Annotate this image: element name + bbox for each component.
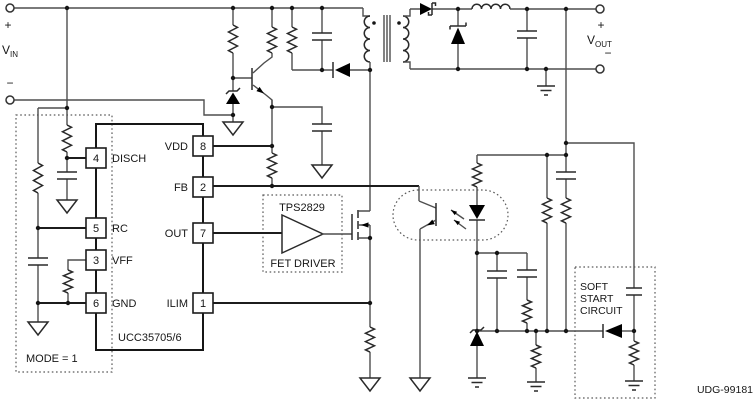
feedback-capacitor-2 xyxy=(516,269,538,278)
pin-5-number: 5 xyxy=(93,223,99,235)
pin-label-vff: VFF xyxy=(112,255,133,267)
vout-minus-terminal xyxy=(595,64,605,74)
pin-6-number: 6 xyxy=(93,298,99,310)
power-mosfet xyxy=(351,210,381,392)
pin-label-vdd: VDD xyxy=(165,141,188,153)
pin-label-ilim: ILIM xyxy=(167,298,188,310)
pin-8-number: 8 xyxy=(200,141,206,153)
pin-label-rc: RC xyxy=(112,223,128,235)
resistors xyxy=(32,24,572,369)
soft-start-label-2: START xyxy=(580,293,614,305)
vff-resistor xyxy=(62,269,74,294)
soft-start-diode xyxy=(605,324,622,338)
mode-annotation: MODE = 1 xyxy=(26,353,78,365)
compensation-resistor xyxy=(560,197,572,224)
driver-buffer-triangle xyxy=(281,213,325,255)
pin-3-number: 3 xyxy=(93,255,99,267)
vout-plus-terminal xyxy=(595,4,605,14)
optocoupler-dashed-outline xyxy=(392,189,509,241)
vout-minus-sign: − xyxy=(604,46,611,60)
current-sense-resistor xyxy=(364,326,376,353)
feedback-capacitor-1 xyxy=(486,270,508,279)
output-terminals: + VOUT − xyxy=(587,4,612,74)
pin-7-number: 7 xyxy=(200,228,206,240)
soft-start-resistor xyxy=(628,340,640,366)
pin-4-number: 4 xyxy=(93,153,99,165)
primary-phase-dot xyxy=(372,21,376,25)
compensation-capacitor xyxy=(555,171,577,180)
input-zener xyxy=(222,87,244,136)
freewheel-diode xyxy=(449,9,467,69)
vout-label: VOUT xyxy=(587,33,612,49)
pin-8-box xyxy=(192,135,214,157)
soft-start-capacitor xyxy=(625,287,643,296)
soft-start-label-1: SOFT xyxy=(580,281,609,293)
vin-label: VIN xyxy=(2,43,18,59)
divider-resistor-lower xyxy=(530,344,542,369)
driver-part-number: TPS2829 xyxy=(279,202,325,214)
optocoupler xyxy=(409,186,485,392)
fb-pullup-resistor xyxy=(266,152,278,179)
fet-driver xyxy=(281,213,352,255)
startup-transistor xyxy=(251,53,273,107)
secondary-phase-dot xyxy=(397,21,401,25)
output-capacitor xyxy=(516,30,538,39)
vin-plus-terminal xyxy=(5,3,15,13)
disch-resistor xyxy=(61,124,73,153)
pin-label-fb: FB xyxy=(174,182,188,194)
soft-start-ground xyxy=(624,380,644,391)
pin-label-out: OUT xyxy=(165,228,189,240)
pin-label-gnd: GND xyxy=(112,298,137,310)
snubber-resistor xyxy=(286,26,298,54)
output-ground xyxy=(536,85,556,96)
pin-4-box xyxy=(85,147,107,169)
led-series-resistor xyxy=(471,162,483,188)
snubber-capacitor xyxy=(311,32,333,41)
controller-ic: 4 5 3 6 8 2 7 1 DISCH RC VFF GND VDD FB … xyxy=(85,123,214,351)
pin-2-number: 2 xyxy=(200,182,206,194)
pin-2-box xyxy=(192,176,214,198)
output-rectifier-diode xyxy=(410,2,472,16)
filter-resistor xyxy=(521,299,533,324)
junction-dots xyxy=(35,5,637,334)
pin-3-box xyxy=(85,249,107,271)
rc-timing-resistor xyxy=(32,162,44,194)
ic-part-number: UCC35705/6 xyxy=(118,332,182,344)
vout-plus-sign: + xyxy=(597,18,604,32)
output-inductor xyxy=(471,3,511,10)
emitter-ground xyxy=(409,377,431,392)
pin-1-box xyxy=(192,292,214,314)
startup-base-resistor xyxy=(227,24,239,54)
clamp-snubber-network xyxy=(291,8,370,78)
vin-minus-sign: − xyxy=(6,76,13,90)
pin-5-box xyxy=(85,217,107,239)
collector-resistor xyxy=(266,26,278,54)
output-filter xyxy=(410,3,596,96)
vin-plus-sign: + xyxy=(4,18,11,32)
source-ground xyxy=(359,377,381,392)
feedback-sense-rails xyxy=(476,9,635,382)
vin-minus-terminal xyxy=(5,95,15,105)
vdd-bypass-capacitor xyxy=(311,123,333,132)
pin-label-disch: DISCH xyxy=(112,153,146,165)
disch-capacitor xyxy=(56,171,78,180)
rc-timing-capacitor xyxy=(27,257,49,266)
transformer xyxy=(363,9,411,69)
startup-bias-network xyxy=(37,8,252,322)
input-terminals: + VIN − xyxy=(2,3,18,105)
pin-6-box xyxy=(85,292,107,314)
pin-7-box xyxy=(192,222,214,244)
grounds xyxy=(27,164,546,392)
ic-signal-wires xyxy=(213,185,419,304)
pin-1-number: 1 xyxy=(200,298,206,310)
driver-caption: FET DRIVER xyxy=(270,258,335,270)
led-triangle xyxy=(469,205,485,219)
soft-start-label-3: CIRCUIT xyxy=(580,305,623,317)
figure-id: UDG-99181 xyxy=(697,384,753,396)
divider-resistor-upper xyxy=(541,197,553,224)
